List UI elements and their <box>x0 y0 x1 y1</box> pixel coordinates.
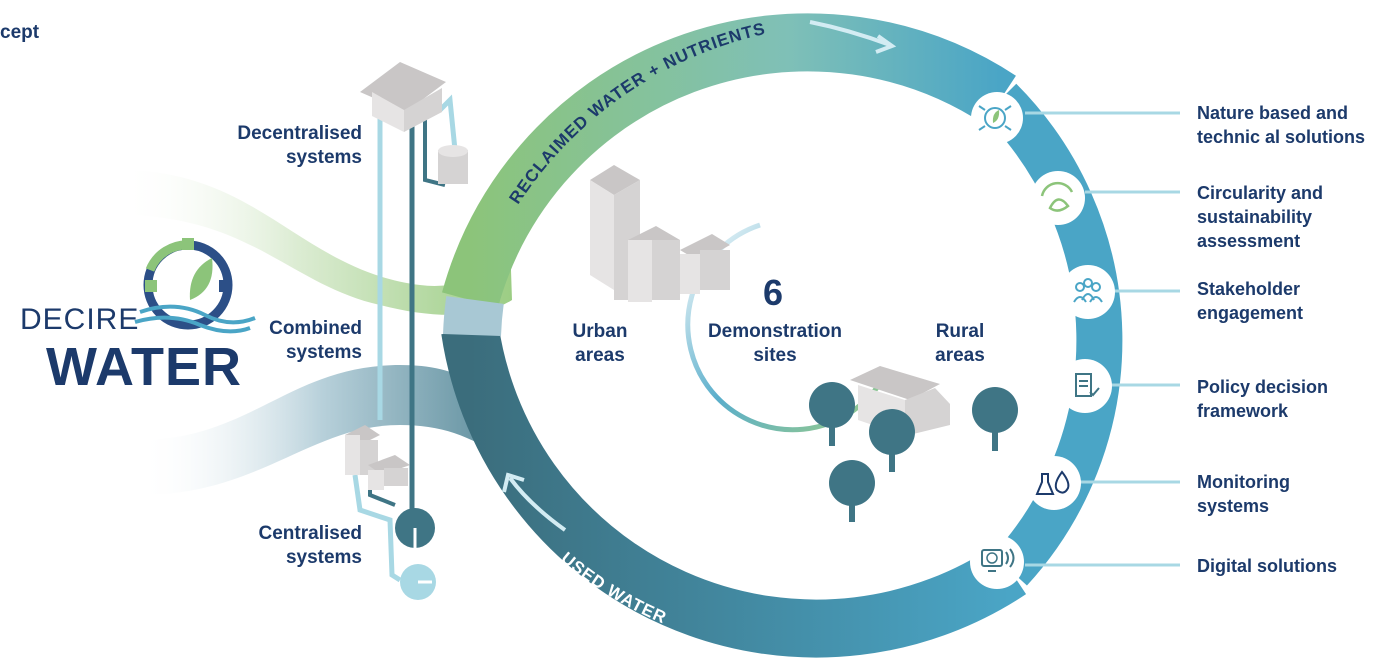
reclaimed-water-arc <box>442 13 1016 308</box>
decire-logo-gear-icon <box>134 238 256 334</box>
logo-top-text: DECIRE <box>20 303 140 336</box>
arrow-bottom <box>508 476 567 532</box>
urban-buildings-icon <box>590 165 730 302</box>
left-ring-light <box>443 296 504 337</box>
feature-digital: Digital solutions <box>1197 556 1338 576</box>
logo-bottom-text: WATER <box>46 337 242 397</box>
arrow-top <box>809 20 891 47</box>
decentralised-house-icon <box>360 62 468 184</box>
feature-icon-document-check <box>1058 359 1112 413</box>
feature-icon-gear-leaf <box>971 92 1023 144</box>
feature-icon-flask-drop <box>1027 456 1081 510</box>
used-water-arc <box>441 325 1027 658</box>
demo-sites-count: 6 <box>763 272 784 313</box>
centralised-buildings-icon <box>345 425 410 490</box>
feature-icon-globe-signal <box>970 535 1024 589</box>
feature-icon-recycle-leaf <box>1031 171 1085 225</box>
page-title-fragment: cept <box>0 22 40 43</box>
trees-icon <box>809 382 1018 522</box>
decentralised-flow-band <box>120 170 512 315</box>
feature-icon-people <box>1061 265 1115 319</box>
